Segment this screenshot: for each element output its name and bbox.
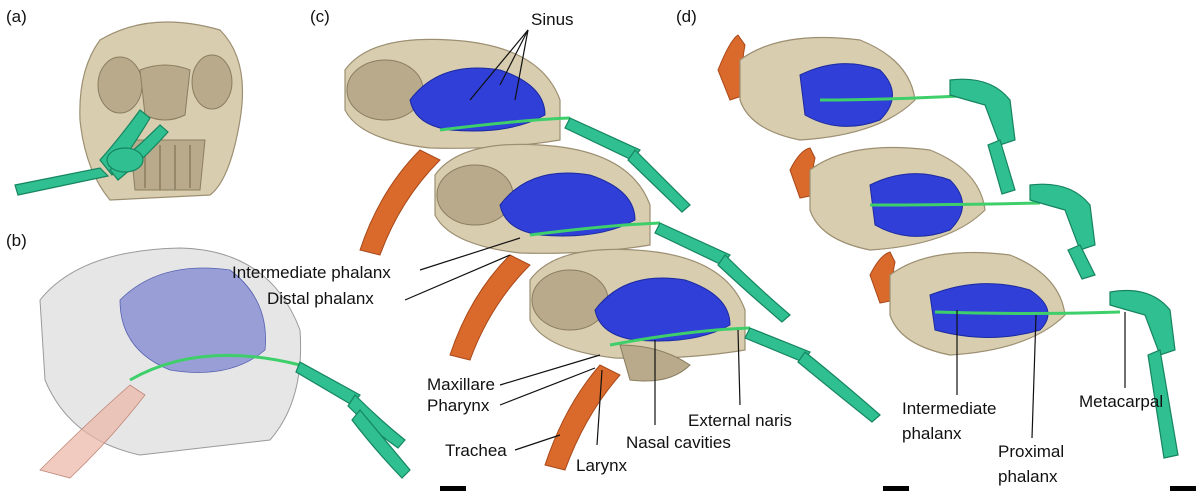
panel-c: (c) (232, 7, 881, 491)
panel-c-scalebar (440, 486, 466, 491)
panel-c-specimen-3 (529, 248, 751, 471)
label-proximal-line2: phalanx (998, 467, 1058, 486)
label-intermediate-phalanx-c: Intermediate phalanx (232, 263, 391, 282)
panel-d-specimen-1 (717, 34, 1016, 195)
panel-c-specimen-2 (434, 143, 661, 361)
label-intermediate-line1-d: Intermediate (902, 399, 997, 418)
label-distal-phalanx: Distal phalanx (267, 289, 374, 308)
panel-b: (b) (6, 231, 411, 479)
panel-b-tube (129, 353, 301, 382)
panel-c-letter: (c) (310, 7, 330, 26)
panel-c-specimen-1 (344, 38, 571, 256)
panel-b-translucent-skull (39, 247, 302, 479)
label-external-naris: External naris (688, 411, 792, 430)
panel-b-paw (295, 361, 411, 479)
panel-d-leaders (956, 310, 1126, 439)
label-larynx: Larynx (576, 456, 628, 475)
label-nasal-cavities: Nasal cavities (626, 433, 731, 452)
label-trachea: Trachea (445, 441, 507, 460)
label-sinus: Sinus (531, 10, 574, 29)
label-maxillare: Maxillare (427, 375, 495, 394)
panel-d: (d) (676, 7, 1196, 491)
panel-a-letter: (a) (6, 7, 27, 26)
panel-a: (a) (6, 7, 243, 201)
panel-d-letter: (d) (676, 7, 697, 26)
panel-c-paws (564, 117, 881, 423)
panel-d-specimen-3 (869, 251, 1179, 459)
label-pharynx: Pharynx (427, 396, 490, 415)
label-proximal-line1: Proximal (998, 442, 1064, 461)
panel-a-paw (14, 109, 169, 196)
label-intermediate-line2-d: phalanx (902, 424, 962, 443)
panel-d-scalebar-1 (883, 486, 909, 491)
panel-d-specimen-2 (789, 146, 1096, 280)
panel-c-leaders (404, 29, 741, 451)
panel-b-letter: (b) (6, 231, 27, 250)
label-metacarpal: Metacarpal (1079, 392, 1163, 411)
panel-d-scalebar-2 (1170, 486, 1196, 491)
